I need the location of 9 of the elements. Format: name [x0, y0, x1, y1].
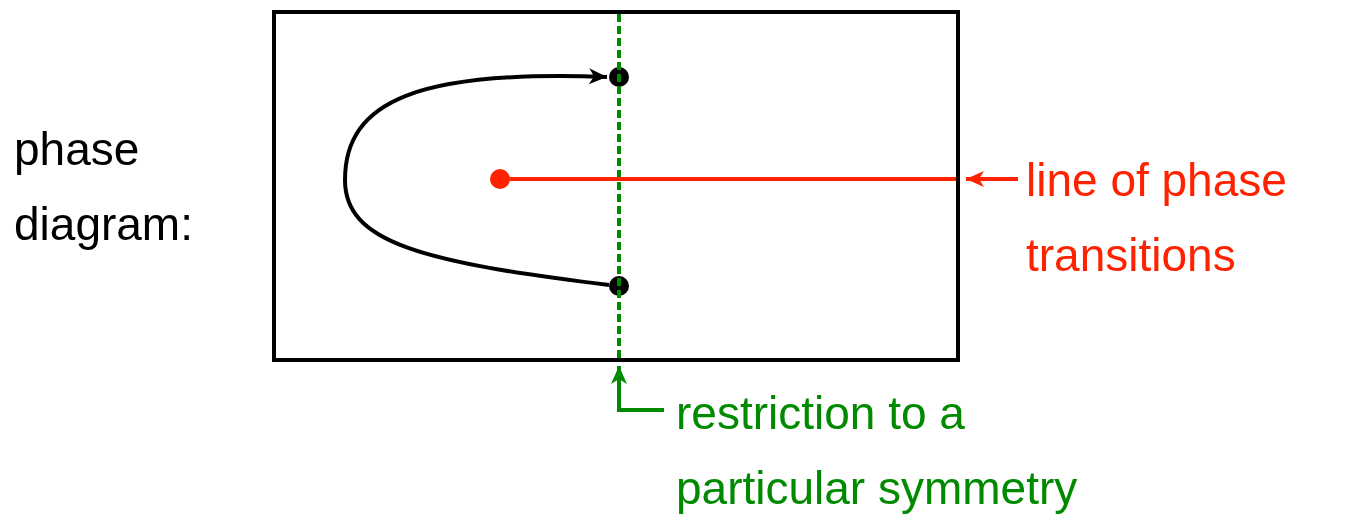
leader-arrow	[611, 366, 664, 412]
phase-diagram-frame	[272, 10, 960, 362]
diagram-heading: phase diagram:	[14, 122, 194, 252]
leader-arrow	[966, 171, 1018, 187]
annotation-text: restriction to a particular symmetry	[676, 376, 1116, 518]
point-dot	[490, 169, 510, 189]
dashed-symmetry-line	[617, 14, 621, 358]
annotation-text: line of phase transitions	[1026, 143, 1361, 293]
curved-arrow	[343, 68, 610, 287]
